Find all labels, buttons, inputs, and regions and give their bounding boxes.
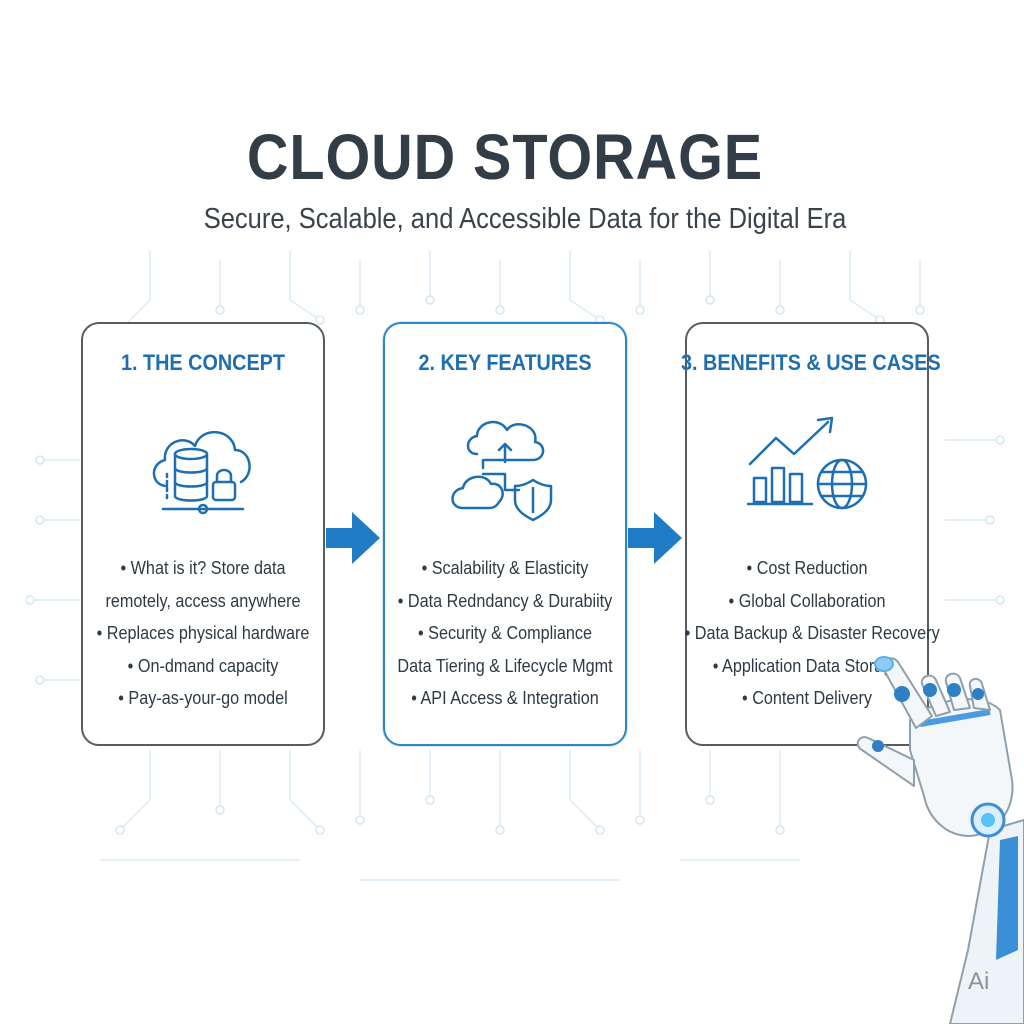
bullet-item: • Data Redndancy & Durabiity bbox=[397, 590, 613, 611]
right-arrow-icon bbox=[326, 512, 380, 564]
bullet-item: • Replaces physical hardware bbox=[96, 623, 310, 643]
card-key-features: 2. KEY FEATURES • Scalability & Elastici… bbox=[383, 322, 627, 746]
bullet-item: • Cost Reduction bbox=[746, 558, 868, 578]
card-concept: 1. THE CONCEPT • What is it? Store data … bbox=[81, 322, 325, 746]
card-title: 3. BENEFITS & USE CASES bbox=[681, 350, 941, 375]
bullet-item: remotely, access anywhere bbox=[105, 590, 301, 611]
page-title: CLOUD STORAGE bbox=[246, 121, 764, 193]
growth-chart-globe-icon bbox=[746, 416, 868, 510]
bullet-item: • On-dmand capacity bbox=[127, 655, 279, 676]
cloud-sync-shield-icon bbox=[451, 420, 553, 522]
robot-hand-illustration bbox=[856, 656, 1024, 1024]
card-title: 1. THE CONCEPT bbox=[121, 350, 285, 375]
bullet-item: Data Tiering & Lifecycle Mgmt bbox=[397, 655, 613, 676]
bullet-item: • Security & Compliance bbox=[417, 623, 593, 643]
bullet-item: • What is it? Store data bbox=[120, 558, 286, 578]
card-title: 2. KEY FEATURES bbox=[418, 350, 592, 375]
bullet-item: • API Access & Integration bbox=[411, 688, 599, 708]
cloud-database-lock-icon bbox=[152, 430, 251, 515]
bullet-item: • Data Backup & Disaster Recovery bbox=[684, 623, 940, 643]
bullet-item: • Global Collaboration bbox=[728, 590, 886, 611]
right-arrow-icon bbox=[628, 512, 682, 564]
bullet-item: • Content Delivery bbox=[742, 688, 872, 708]
bullet-item: • Scalability & Elasticity bbox=[421, 558, 589, 578]
page-subtitle: Secure, Scalable, and Accessible Data fo… bbox=[203, 203, 847, 235]
bullet-item: • Pay-as-your-go model bbox=[118, 688, 288, 708]
ai-watermark: Ai bbox=[968, 968, 990, 995]
bullet-item: • Application Data Storage bbox=[712, 655, 902, 676]
